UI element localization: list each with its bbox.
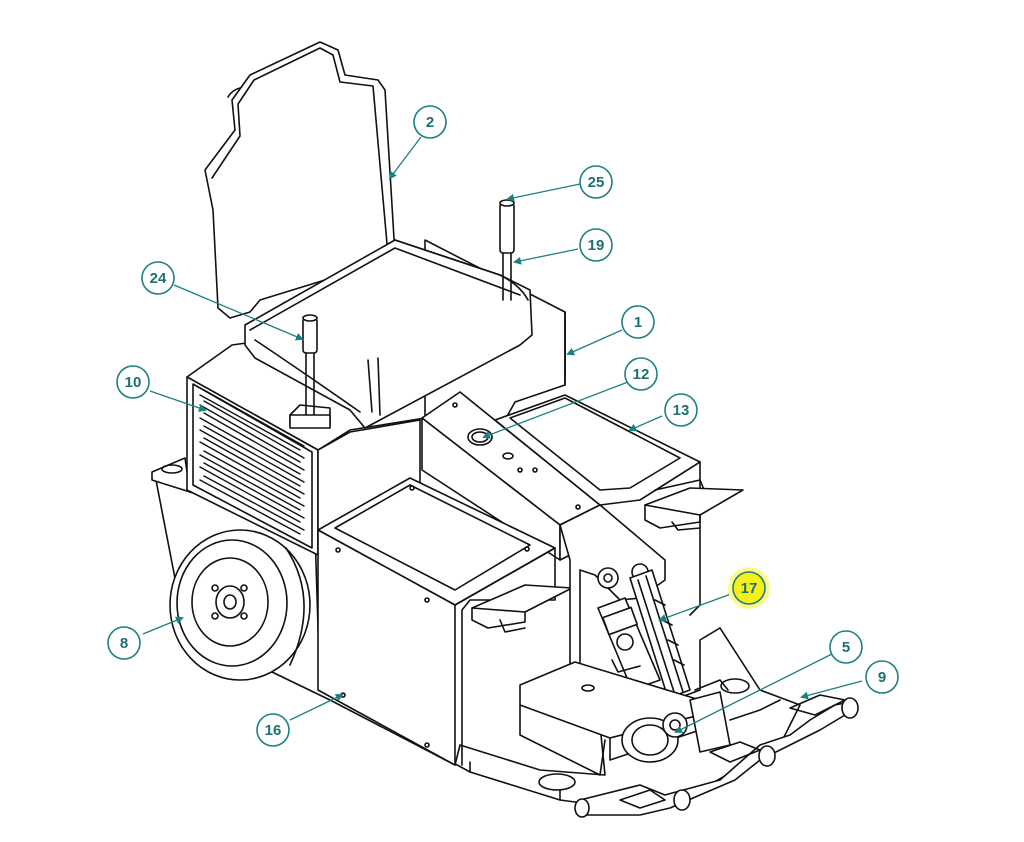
callout-label: 16 [265,722,282,739]
callout-17: 17 [728,567,770,609]
leader-12 [482,381,629,439]
callout-circle [579,165,613,199]
linear-actuator [597,569,691,699]
callout-label: 1 [634,314,642,331]
callout-label: 10 [125,374,142,391]
callout-circle [116,365,150,399]
callout-5: 5 [829,630,863,664]
seat-back [204,41,396,319]
callout-label: 2 [426,114,434,131]
callout-circle [579,228,613,262]
callout-circle [256,713,290,747]
seat-cushion [244,239,533,429]
left-armrest [471,584,573,633]
leader-19 [513,248,579,265]
control-handle-right [499,199,515,301]
front-forks [574,694,859,818]
callout-25: 25 [579,165,613,199]
callout-circle [141,261,175,295]
base-hole [720,678,750,694]
base-hole [538,773,576,791]
callout-label: 19 [588,237,605,254]
callout-circle [664,393,698,427]
vent-slots [199,389,305,535]
leader-5 [674,653,833,733]
callout-label: 13 [673,402,690,419]
front-control-box [317,477,556,766]
leader-2 [388,136,422,180]
callout-1: 1 [621,305,655,339]
leader-9 [800,680,863,700]
callout-label: 5 [842,639,850,656]
callout-circle [865,660,899,694]
right-armrest [644,487,744,531]
callout-leaders [142,136,863,733]
callout-label: 12 [633,366,650,383]
leader-24 [173,284,304,341]
leader-17 [658,593,732,622]
callout-24: 24 [141,261,175,295]
callout-16: 16 [256,713,290,747]
callout-19: 19 [579,228,613,262]
callout-label: 24 [150,270,167,287]
callout-10: 10 [116,365,150,399]
callout-circle [413,105,447,139]
callout-9: 9 [865,660,899,694]
leader-16 [289,693,344,721]
control-handle-left [289,314,331,429]
callout-circle [621,305,655,339]
leader-13 [628,415,663,432]
callout-circle [107,626,141,660]
callout-circle [624,357,658,391]
callout-label: 17 [741,580,758,597]
callout-circle [829,630,863,664]
leader-10 [149,390,207,412]
leader-8 [142,616,184,635]
right-deck-box [494,394,706,616]
callout-bubbles: 2 25 19 24 1 12 13 10 17 5 9 8 16 [107,105,899,747]
callout-8: 8 [107,626,141,660]
leader-25 [506,183,581,202]
callout-2: 2 [413,105,447,139]
callout-label: 9 [878,669,886,686]
machine-line-art [151,41,859,818]
front-caster-block [519,661,731,776]
callout-13: 13 [664,393,698,427]
leader-1 [566,329,623,356]
callout-12: 12 [624,357,658,391]
rear-wheel [169,529,311,681]
callout-label: 25 [588,174,605,191]
callout-label: 8 [120,635,128,652]
callout-circle [732,571,766,605]
